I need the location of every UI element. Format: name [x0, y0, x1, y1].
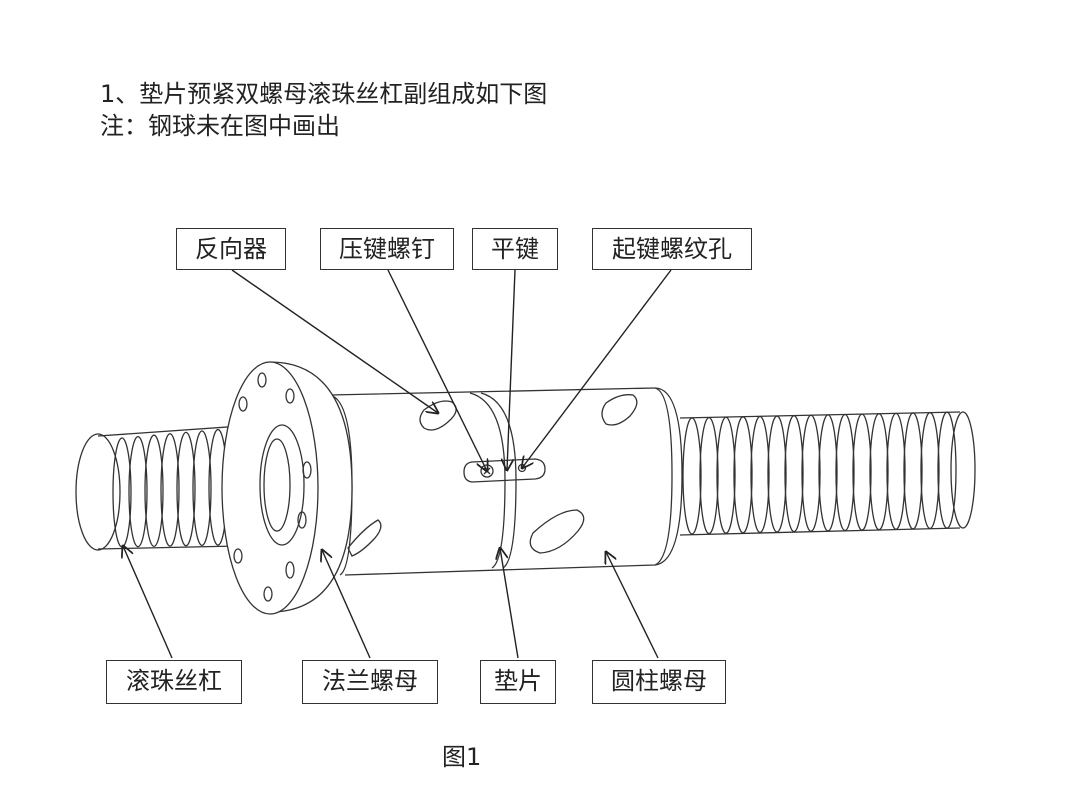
leader-flange-nut	[322, 550, 371, 659]
thread-ring	[869, 413, 889, 531]
leader-ball-screw	[123, 546, 173, 659]
leader-reverser	[231, 269, 438, 413]
thread-ring	[767, 415, 787, 533]
label-ball-screw: 滚珠丝杠	[106, 660, 242, 704]
thread-ring	[716, 416, 736, 534]
thread-ring	[160, 433, 180, 547]
figure-caption: 图1	[442, 743, 482, 771]
thread-ring	[784, 415, 804, 533]
thread-ring	[733, 416, 753, 534]
thread-ring	[699, 416, 719, 535]
thread-ring	[801, 414, 821, 532]
label-reverser: 反向器	[176, 228, 286, 270]
label-key-lift-threaded-hole: 起键螺纹孔	[592, 228, 752, 270]
label-cylindrical-nut: 圆柱螺母	[592, 660, 726, 704]
label-press-key-screw: 压键螺钉	[320, 228, 454, 270]
flange-nut	[221, 361, 353, 615]
thread-ring	[818, 414, 838, 532]
thread-ring	[750, 415, 770, 534]
thread-ring	[920, 411, 940, 530]
heading-line-1: 1、垫片预紧双螺母滚珠丝杠副组成如下图	[100, 80, 548, 108]
thread-ring	[852, 413, 872, 531]
leader-cylindrical-nut	[606, 552, 659, 659]
thread-ring	[835, 413, 855, 532]
thread-ring	[128, 435, 148, 548]
thread-ring	[886, 412, 906, 530]
thread-ring	[144, 434, 164, 548]
thread-ring	[112, 437, 132, 548]
leader-flat-key	[507, 269, 516, 470]
leader-key-lift-hole	[522, 269, 672, 468]
leader-gasket	[500, 548, 519, 659]
label-gasket: 垫片	[480, 660, 556, 704]
heading-line-2: 注：钢球未在图中画出	[100, 112, 340, 140]
thread-ring	[903, 412, 923, 530]
ball-screw-right-shaft	[679, 411, 976, 536]
thread-ring	[192, 430, 212, 547]
label-flange-nut: 法兰螺母	[302, 660, 438, 704]
thread-ring	[937, 411, 957, 529]
thread-ring	[176, 431, 196, 547]
thread-ring	[682, 417, 702, 535]
leader-press-key-screw	[387, 269, 487, 471]
label-flat-key: 平键	[472, 228, 558, 270]
